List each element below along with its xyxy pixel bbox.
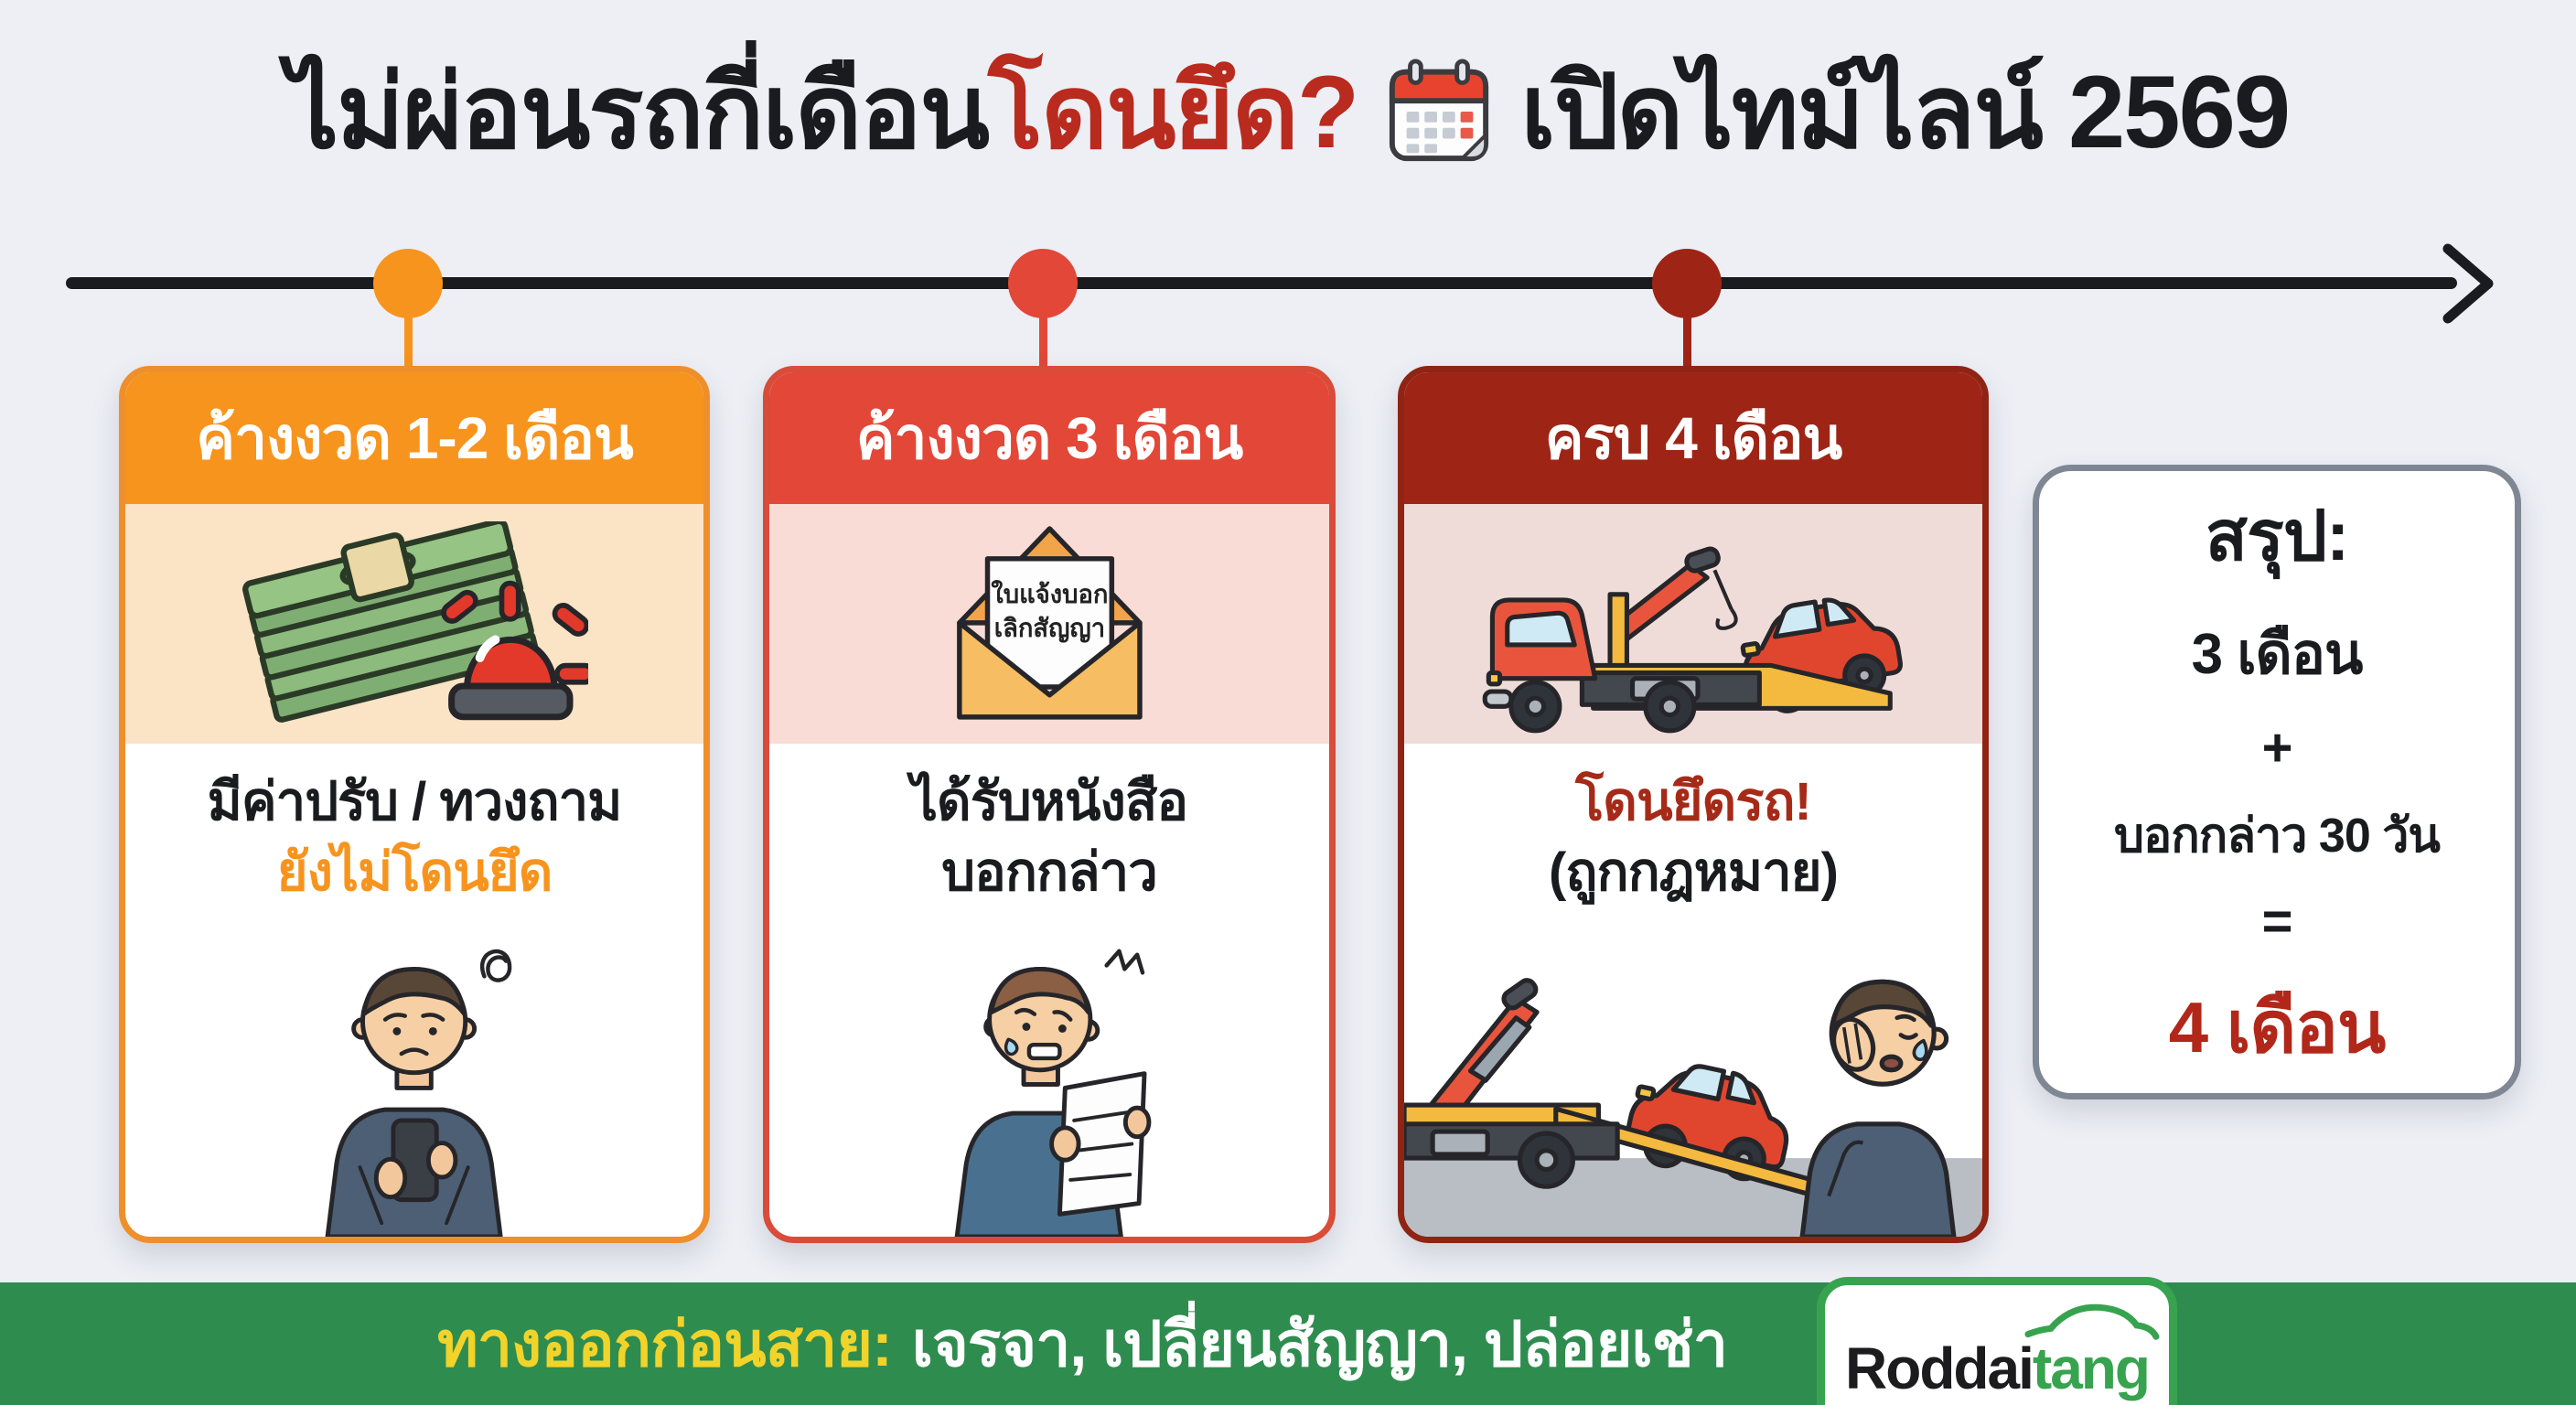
card2-text: ได้รับหนังสือ บอกกล่าว <box>769 744 1329 907</box>
card1-illustration-panel <box>125 907 703 1237</box>
card-month-4-repossessed: ครบ 4 เดือน <box>1398 366 1989 1243</box>
envelope-letter-line2: เลิกสัญญา <box>993 614 1104 643</box>
shocked-man-letter-illustration <box>955 949 1152 1237</box>
timeline-dot-2 <box>1008 249 1078 318</box>
footer-highlight: ทางออกก่อนสาย: <box>437 1310 893 1379</box>
card2-header: ค้างงวด 3 เดือน <box>769 372 1329 504</box>
footer-bar: ทางออกก่อนสาย: เจรจา, เปลี่ยนสัญญา, ปล่อ… <box>0 1282 2576 1405</box>
card-overdue-1-2-months: ค้างงวด 1-2 เดือน <box>119 366 710 1243</box>
card3-line2: (ถูกกฎหมาย) <box>1549 842 1839 902</box>
summary-equals: = <box>2261 891 2293 951</box>
card2-line1: ได้รับหนังสือ <box>910 772 1188 831</box>
worried-man-phone-illustration <box>325 949 512 1237</box>
card3-line1: โดนยึดรถ! <box>1575 772 1812 831</box>
logo-text-green: tang <box>2032 1335 2151 1401</box>
card1-icon-panel <box>125 504 703 744</box>
footer-solutions: เจรจา, เปลี่ยนสัญญา, ปล่อยเช่า <box>911 1310 1728 1379</box>
timeline-arrow-icon <box>2442 243 2494 324</box>
card1-line1: มีค่าปรับ / ทวงถาม <box>207 772 623 831</box>
tow-truck-crying-man-illustration <box>1404 978 1982 1237</box>
summary-box: สรุป: 3 เดือน + บอกกล่าว 30 วัน = 4 เดือ… <box>2033 465 2521 1099</box>
title-highlight: โดนยึด? <box>988 55 1359 169</box>
card1-header: ค้างงวด 1-2 เดือน <box>125 372 703 504</box>
card3-text: โดนยึดรถ! (ถูกกฎหมาย) <box>1404 744 1982 907</box>
logo-text-black: Roddai <box>1845 1335 2034 1401</box>
summary-result: 4 เดือน <box>2168 986 2387 1067</box>
summary-line1: 3 เดือน <box>2191 622 2364 686</box>
timeline-line <box>66 277 2457 289</box>
timeline-stem-3 <box>1683 311 1691 371</box>
summary-plus: + <box>2261 717 2293 778</box>
summary-line2: บอกกล่าว 30 วัน <box>2114 809 2441 863</box>
card2-illustration-panel <box>769 907 1329 1237</box>
calendar-icon <box>1390 59 1489 162</box>
summary-heading: สรุป: <box>2205 497 2350 575</box>
title-part-post: เปิดไทม์ไลน์ 2569 <box>1520 55 2291 169</box>
logo-box: Roddai tang <box>1817 1277 2177 1405</box>
card1-text: มีค่าปรับ / ทวงถาม ยังไม่โดนยึด <box>125 744 703 907</box>
card2-icon-panel: ใบแจ้งบอก เลิกสัญญา <box>769 504 1329 744</box>
timeline-stem-1 <box>404 311 413 371</box>
card3-header: ครบ 4 เดือน <box>1404 372 1982 504</box>
timeline-dot-3 <box>1652 249 1722 318</box>
page-title: ไม่ผ่อนรถกี่เดือน โดนยึด? เปิดไทม์ไลน์ 2… <box>0 33 2576 190</box>
card2-line2: บอกกล่าว <box>941 842 1158 902</box>
footer-text: ทางออกก่อนสาย: เจรจา, เปลี่ยนสัญญา, ปล่อ… <box>437 1282 1728 1405</box>
envelope-letter-line1: ใบแจ้งบอก <box>991 579 1108 608</box>
card1-line2: ยังไม่โดนยึด <box>276 842 553 902</box>
logo-car-icon <box>2024 1303 2160 1340</box>
timeline-dot-1 <box>373 249 443 318</box>
title-part-pre: ไม่ผ่อนรถกี่เดือน <box>286 55 990 169</box>
card3-illustration-panel <box>1404 907 1982 1237</box>
logo: Roddai tang <box>1845 1303 2160 1402</box>
card3-icon-panel <box>1404 504 1982 744</box>
money-stack-siren-icon <box>242 520 588 723</box>
tow-truck-towing-car-icon <box>1482 546 1904 733</box>
card-overdue-3-months: ค้างงวด 3 เดือน ใบแจ้งบอก เลิกสัญญา ได้ร… <box>763 366 1336 1243</box>
timeline-stem-2 <box>1039 311 1047 371</box>
termination-letter-envelope-icon: ใบแจ้งบอก เลิกสัญญา <box>956 526 1143 720</box>
